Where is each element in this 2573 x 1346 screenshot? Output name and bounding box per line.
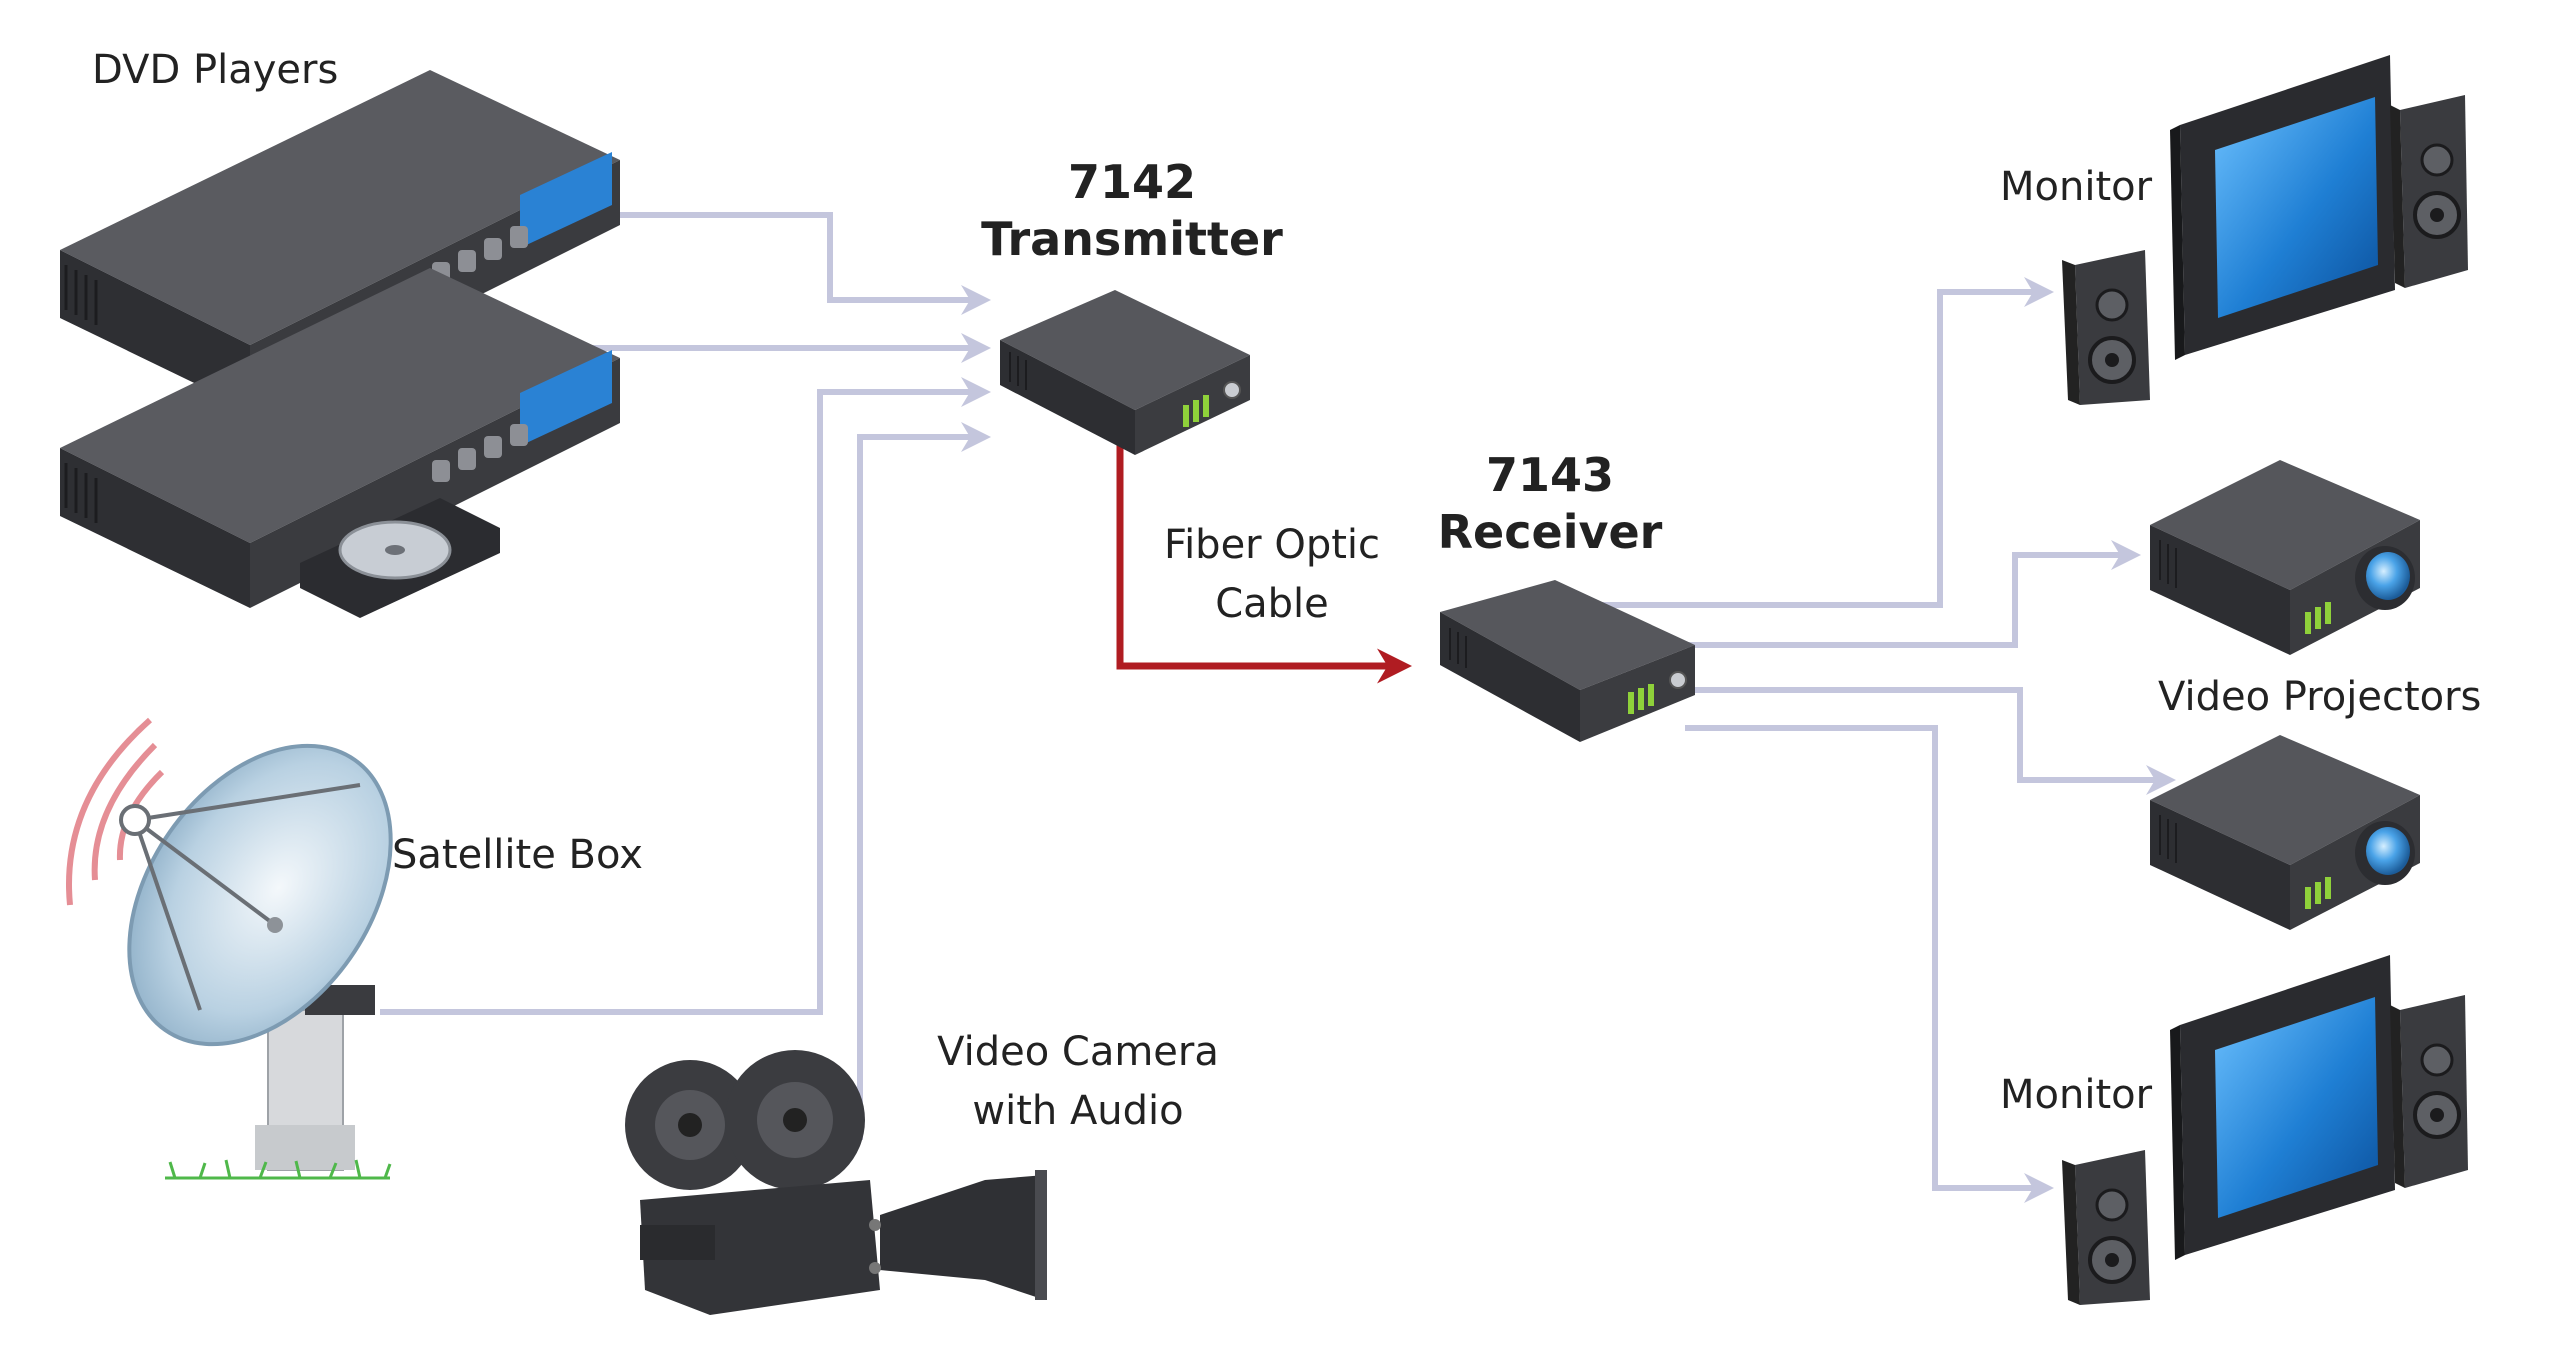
monitor-with-speakers-icon — [2062, 955, 2468, 1305]
satellite-dish-icon — [66, 717, 393, 1180]
receiver-to-projector-bottom-line — [1690, 687, 2176, 795]
video-projectors-label: Video Projectors — [2158, 674, 2481, 720]
dvd-players-label: DVD Players — [92, 47, 338, 93]
receiver-to-monitor-top-line — [1590, 277, 2054, 608]
receiver-name-label: Receiver — [1438, 505, 1663, 559]
transmitter-name-label: Transmitter — [981, 212, 1283, 266]
receiver-to-monitor-bottom-line — [1685, 725, 2054, 1203]
transmitter-box-icon — [1000, 290, 1250, 455]
receiver-to-projector-top-line — [1685, 540, 2141, 648]
output-signal-lines — [1590, 277, 2176, 1203]
video-camera-icon — [625, 1050, 1047, 1315]
dvd1-to-transmitter-line — [620, 212, 991, 315]
monitor-top-label: Monitor — [2000, 164, 2153, 210]
satellite-to-transmitter-line — [380, 377, 991, 1015]
fiber-optic-cable-line — [1116, 445, 1412, 684]
transmitter-model-label: 7142 — [1068, 155, 1196, 209]
camera-to-transmitter-line — [857, 422, 991, 1140]
fiber-optic-label-line2: Cable — [1215, 581, 1329, 627]
monitor-bottom-label: Monitor — [2000, 1072, 2153, 1118]
video-camera-label-line2: with Audio — [972, 1088, 1183, 1134]
monitor-with-speakers-icon — [2062, 55, 2468, 405]
fiber-optic-label-line1: Fiber Optic — [1164, 522, 1380, 568]
satellite-box-label: Satellite Box — [392, 832, 643, 878]
video-camera-label-line1: Video Camera — [937, 1029, 1219, 1075]
receiver-box-icon — [1440, 580, 1695, 742]
video-projector-icon — [2150, 460, 2420, 655]
receiver-model-label: 7143 — [1486, 448, 1614, 502]
dvd-player-icon — [60, 268, 620, 618]
video-projector-icon — [2150, 735, 2420, 930]
